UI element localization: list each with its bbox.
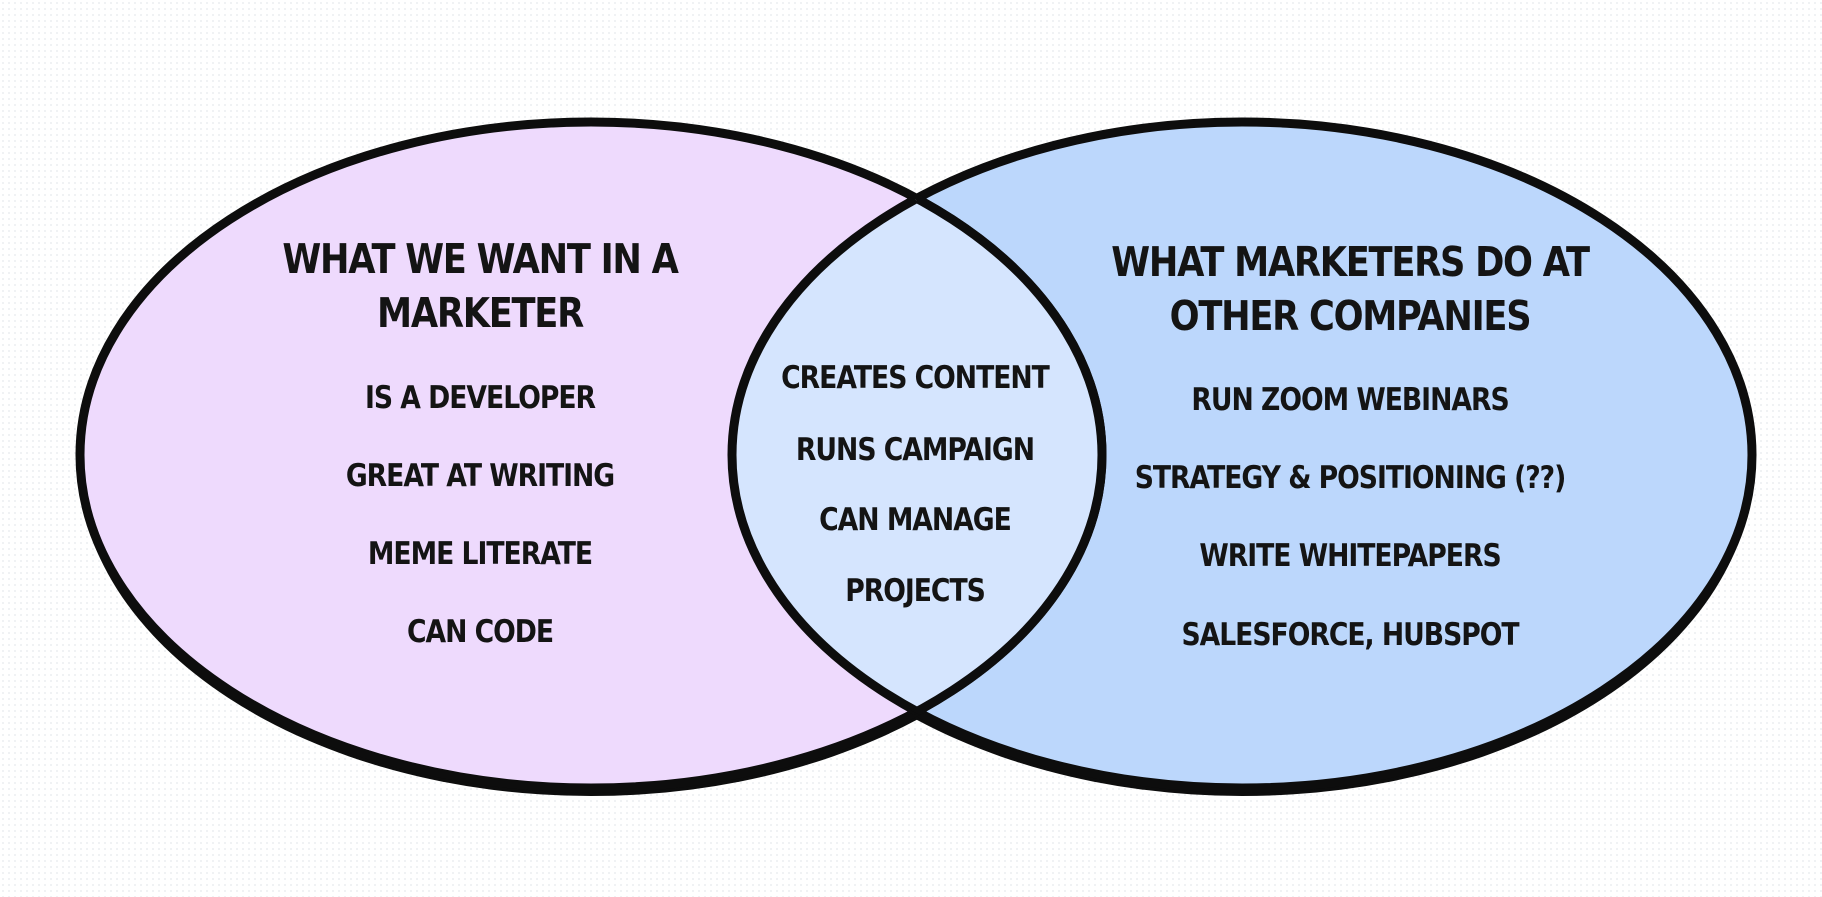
- overlap-item-1: CREATES CONTENT: [781, 360, 1050, 396]
- overlap-item-4: PROJECTS: [845, 573, 986, 609]
- overlap-region: [732, 124, 1102, 788]
- overlap-left-arc: [732, 124, 1107, 790]
- overlap-item-3: CAN MANAGE: [819, 502, 1012, 538]
- right-arc: [727, 124, 1102, 790]
- right-item-1: RUN ZOOM WEBINARS: [1191, 382, 1509, 418]
- right-title: WHAT MARKETERS DO AT OTHER COMPANIES: [1049, 235, 1651, 343]
- left-title-line1: WHAT WE WANT IN A: [282, 235, 679, 283]
- left-item-4: CAN CODE: [406, 614, 554, 650]
- left-item-1: IS A DEVELOPER: [364, 380, 596, 416]
- overlap-fill: [732, 124, 1102, 788]
- left-title: WHAT WE WANT IN A MARKETER: [213, 232, 746, 340]
- left-item-2: GREAT AT WRITING: [345, 458, 615, 494]
- left-title-line2: MARKETER: [377, 289, 584, 337]
- right-item-2: STRATEGY & POSITIONING (??): [1134, 460, 1567, 496]
- right-title-line1: WHAT MARKETERS DO AT: [1111, 238, 1590, 286]
- overlap-item-2: RUNS CAMPAIGN: [795, 432, 1035, 468]
- left-arc: [732, 124, 1107, 790]
- right-item-4: SALESFORCE, HUBSPOT: [1181, 617, 1519, 653]
- overlap-right-arc: [727, 124, 1102, 790]
- right-item-3: WRITE WHITEPAPERS: [1199, 538, 1501, 574]
- right-title-line2: OTHER COMPANIES: [1169, 292, 1532, 340]
- left-item-3: MEME LITERATE: [367, 536, 593, 572]
